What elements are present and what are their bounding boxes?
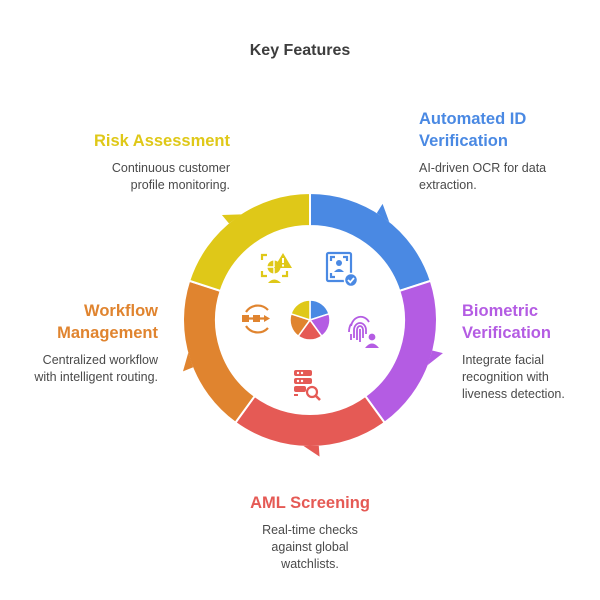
ring-segment-automated-id <box>309 191 433 293</box>
ring-segment-risk <box>187 191 311 293</box>
ring-arrow-risk <box>221 214 242 224</box>
fingerprint-user-icon <box>348 315 379 348</box>
feature-title: Risk Assessment <box>93 132 230 150</box>
ring-arrow-biometric <box>427 350 443 366</box>
ring-segment-workflow <box>182 279 257 425</box>
risk-warning-icon <box>260 253 292 283</box>
ring-arrow-aml <box>303 445 320 457</box>
ring-segment-biometric <box>363 279 438 425</box>
ring-arrow-automated-id <box>376 203 390 223</box>
ring-segment-aml <box>233 394 387 448</box>
database-search-icon <box>294 370 321 401</box>
workflow-routing-icon <box>242 304 270 334</box>
ring-arrow-workflow <box>182 352 194 372</box>
pie-slice-risk <box>290 299 311 322</box>
diagram-title: Key Features <box>249 42 351 59</box>
feature-title: AML Screening <box>250 494 370 512</box>
id-card-check-icon <box>325 251 359 288</box>
